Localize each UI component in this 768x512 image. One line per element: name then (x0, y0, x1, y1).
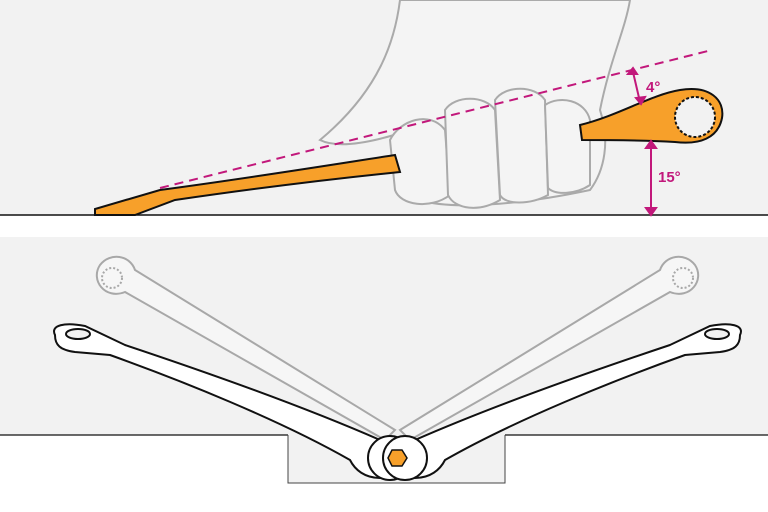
hand-icon (318, 0, 632, 209)
reference-dashed-line (159, 49, 713, 189)
offset-ring-wrench-icon (94, 88, 724, 216)
ring-hole (674, 96, 716, 138)
hex-nut-icon (387, 449, 408, 467)
offset-angle-label: 4° (646, 79, 660, 96)
angle-annotations (159, 49, 713, 217)
lift-angle-label: 15° (658, 169, 681, 186)
